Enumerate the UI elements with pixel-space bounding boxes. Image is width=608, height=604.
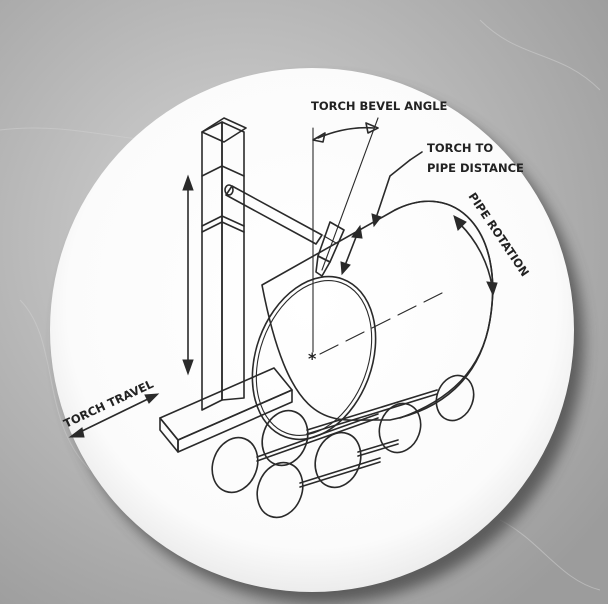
pipe-rollers bbox=[211, 374, 475, 519]
roller bbox=[435, 374, 475, 422]
disc bbox=[50, 68, 574, 592]
torch-travel-arrow bbox=[68, 393, 160, 438]
base-beam bbox=[159, 367, 293, 453]
column-height-arrow bbox=[182, 174, 194, 376]
roller-axle bbox=[306, 389, 438, 435]
label-torch-to-pipe-line1: TORCH TO bbox=[427, 141, 493, 155]
pipe-center-mark: * bbox=[308, 349, 317, 368]
bevel-angle-arc bbox=[312, 122, 379, 143]
pipe-axis bbox=[319, 292, 443, 355]
label-torch-bevel-angle: TORCH BEVEL ANGLE bbox=[311, 99, 448, 113]
roller-axle bbox=[299, 457, 381, 488]
roller bbox=[211, 436, 259, 494]
torch-axis-line bbox=[321, 117, 379, 271]
roller bbox=[314, 431, 362, 489]
torch-arm bbox=[224, 184, 323, 245]
distance-leader bbox=[375, 159, 411, 219]
torch-distance-arrow bbox=[340, 159, 411, 276]
vertical-column bbox=[201, 117, 247, 411]
roller-axle bbox=[357, 439, 399, 457]
roller bbox=[256, 461, 304, 519]
pipe-rotation-arrow bbox=[453, 215, 498, 297]
pipe-end-face bbox=[251, 275, 377, 441]
label-leader-distance bbox=[409, 151, 423, 161]
pipe: * bbox=[251, 200, 494, 441]
roller bbox=[378, 402, 422, 454]
label-torch-to-pipe-line2: PIPE DISTANCE bbox=[427, 161, 524, 175]
